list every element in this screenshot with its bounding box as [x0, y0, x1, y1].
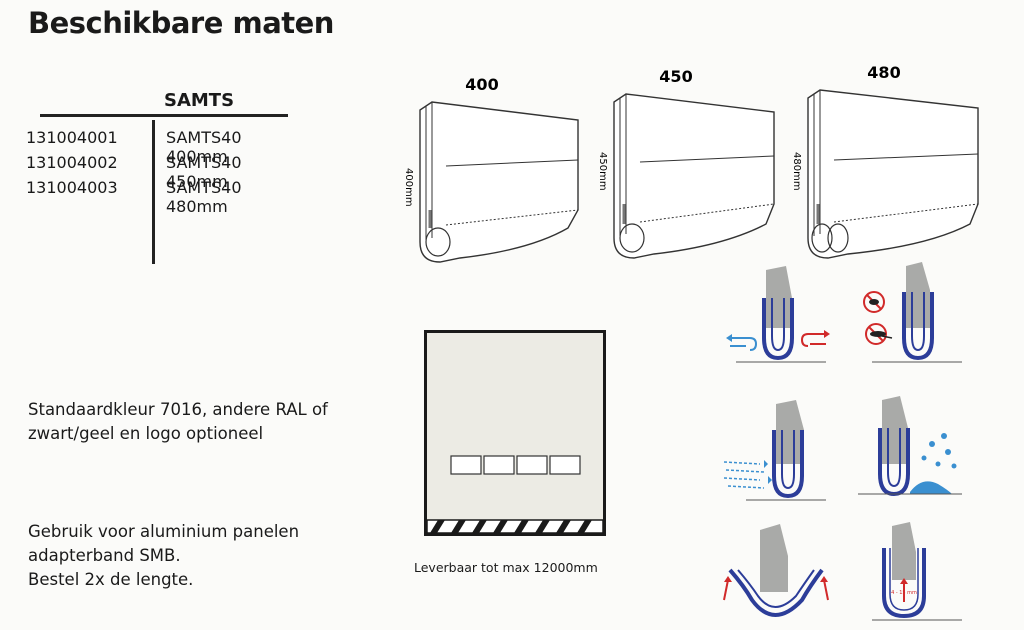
- text-line: Standaardkleur 7016, andere RAL of: [28, 400, 328, 419]
- page-title: Beschikbare maten: [28, 6, 334, 40]
- article-code: 131004002: [26, 153, 118, 172]
- profile-450: 450 450mm: [597, 67, 775, 259]
- profile-height-label: 450mm: [597, 152, 608, 191]
- usage-text: Gebruik voor aluminium panelen adapterba…: [28, 520, 408, 592]
- seal-height-icon: 4 - 15 mm: [872, 522, 962, 621]
- profile-480: 480 480mm: [791, 63, 979, 259]
- article-description: SAMTS40 480mm: [166, 178, 242, 216]
- table-header: SAMTS: [164, 90, 235, 111]
- profile-drawings: 400 400mm 450 450mm 480 480mm: [403, 63, 979, 263]
- article-description: SAMTS40 400mm: [166, 128, 242, 166]
- seal-flex-icon: [723, 524, 829, 617]
- article-description: SAMTS40 450mm: [166, 153, 242, 191]
- profile-size-label: 450: [659, 67, 692, 86]
- seal-water-icon: [858, 396, 962, 497]
- profile-height-label: 400mm: [403, 168, 414, 207]
- height-range-label: 4 - 15 mm: [891, 590, 917, 596]
- profile-400: 400 400mm: [403, 75, 579, 263]
- seal-wind-icon: [723, 400, 826, 501]
- article-code: 131004003: [26, 178, 118, 197]
- table-top-rule: [40, 114, 288, 117]
- article-code: 131004001: [26, 128, 118, 147]
- feature-icons: 4 - 15 mm: [723, 262, 962, 621]
- profile-height-label: 480mm: [791, 152, 802, 191]
- profile-size-label: 400: [465, 75, 498, 94]
- text-line: adapterband SMB.: [28, 546, 181, 565]
- seal-airflow-icon: [726, 266, 830, 363]
- text-line: Bestel 2x de lengte.: [28, 570, 194, 589]
- door-illustration: [424, 330, 606, 536]
- table-column-divider: [152, 120, 155, 264]
- text-line: Gebruik voor aluminium panelen: [28, 522, 300, 541]
- availability-note: Leverbaar tot max 12000mm: [414, 560, 598, 575]
- standard-color-text: Standaardkleur 7016, andere RAL of zwart…: [28, 398, 408, 446]
- seal-no-pests-icon: [863, 262, 962, 363]
- sizes-table: SAMTS 131004001 SAMTS40 400mm 131004002 …: [26, 90, 346, 270]
- profile-size-label: 480: [867, 63, 900, 82]
- text-line: zwart/geel en logo optioneel: [28, 424, 264, 443]
